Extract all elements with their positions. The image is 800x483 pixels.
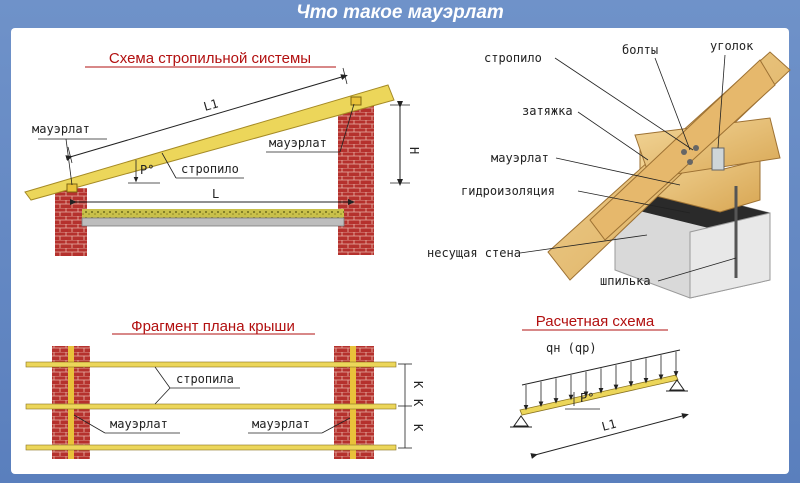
- rafter-label-leader: [161, 152, 177, 179]
- detail-rafter-leader: [554, 57, 694, 151]
- metal-corner: [711, 147, 725, 171]
- calc-angle-label: P°: [580, 391, 594, 405]
- h-label: H: [407, 147, 421, 154]
- mauerlat-left-label: мауэрлат: [32, 122, 90, 136]
- plan-rafters-leader-2: [154, 387, 171, 405]
- plan-rafters-label: стропила: [176, 372, 234, 386]
- right-brick-wall: [338, 103, 374, 255]
- plan-mauerlat-right-leader: [321, 417, 351, 434]
- l1-dimension-line: [65, 74, 348, 162]
- page-title: Что такое мауэрлат: [296, 2, 504, 23]
- detail-mauerlat-leader: [555, 157, 681, 186]
- calc-l1-label: L1: [600, 417, 618, 434]
- plan-rafter-3: [25, 444, 397, 451]
- plan-k-label-1: K: [411, 381, 425, 389]
- floor-slab: [81, 217, 345, 227]
- plan-left-mauerlat: [68, 346, 74, 459]
- right-mauerlat-block: [350, 96, 362, 106]
- calc-support-left: [513, 415, 529, 427]
- rafter-scheme-heading: Схема стропильной системы: [109, 50, 311, 67]
- plan-right-mauerlat: [350, 346, 356, 459]
- l1-label: L1: [202, 96, 220, 113]
- calc-support-right: [669, 379, 685, 391]
- calc-load-arrows: [523, 351, 679, 411]
- detail-stud-label: шпилька: [600, 274, 651, 288]
- angle-label: P°: [140, 163, 154, 177]
- plan-rafters-leader-1: [154, 366, 171, 389]
- detail-bolts-leader: [654, 57, 691, 151]
- calc-l1-dimension-line: [530, 413, 689, 459]
- roof-plan-heading: Фрагмент плана крыши: [131, 318, 295, 335]
- left-mauerlat-block: [66, 183, 78, 193]
- plan-k-label-3: K: [411, 424, 425, 432]
- plan-k-label-2: K: [411, 399, 425, 407]
- calc-scheme: Расчетная схема qн (qр) P° L1: [510, 313, 689, 459]
- bolt-3: [687, 159, 693, 165]
- detail-bolts-label: болты: [622, 43, 658, 57]
- plan-mauerlat-left-leader: [73, 414, 106, 434]
- l-label: L: [212, 187, 219, 201]
- detail-waterproofing-label: гидроизоляция: [461, 184, 555, 198]
- detail-stud-leader: [657, 257, 737, 282]
- roof-plan: Фрагмент плана крыши стропила мауэрлат м…: [25, 318, 425, 459]
- plan-rafter-2: [25, 403, 397, 410]
- mauerlat-right-leader: [339, 103, 355, 153]
- detail-rafter-label: стропило: [484, 51, 542, 65]
- rafter-scheme: Схема стропильной системы L1 L: [24, 50, 421, 256]
- l1-tick-left: [67, 146, 73, 164]
- detail-wall-leader: [519, 234, 648, 254]
- bolt-1: [681, 149, 687, 155]
- detail-wall-label: несущая стена: [427, 246, 521, 260]
- calc-load-line: [521, 349, 681, 386]
- detail-tie-label: затяжка: [522, 104, 573, 118]
- mauerlat-detail: стропило болты уголок затяжка мауэрлат г…: [427, 39, 791, 299]
- detail-tie-leader: [577, 111, 649, 161]
- detail-waterproofing-leader: [577, 190, 691, 214]
- plan-mauerlat-left-label: мауэрлат: [110, 417, 168, 431]
- plan-mauerlat-right-label: мауэрлат: [252, 417, 310, 431]
- calc-beam: [519, 374, 679, 416]
- detail-corner-leader: [717, 54, 726, 149]
- calc-load-label: qн (qр): [546, 341, 597, 355]
- plan-rafter-1: [25, 361, 397, 368]
- calc-scheme-heading: Расчетная схема: [536, 313, 655, 330]
- detail-corner-label: уголок: [710, 39, 754, 53]
- l1-tick-right: [342, 67, 348, 85]
- detail-mauerlat-label: мауэрлат: [491, 151, 549, 165]
- rafter-label: стропило: [181, 162, 239, 176]
- bolt-2: [693, 145, 699, 151]
- mauerlat-left-leader: [65, 138, 73, 186]
- floor-insulation: [82, 209, 344, 218]
- bearing-wall-front: [689, 212, 771, 299]
- mauerlat-right-label: мауэрлат: [269, 136, 327, 150]
